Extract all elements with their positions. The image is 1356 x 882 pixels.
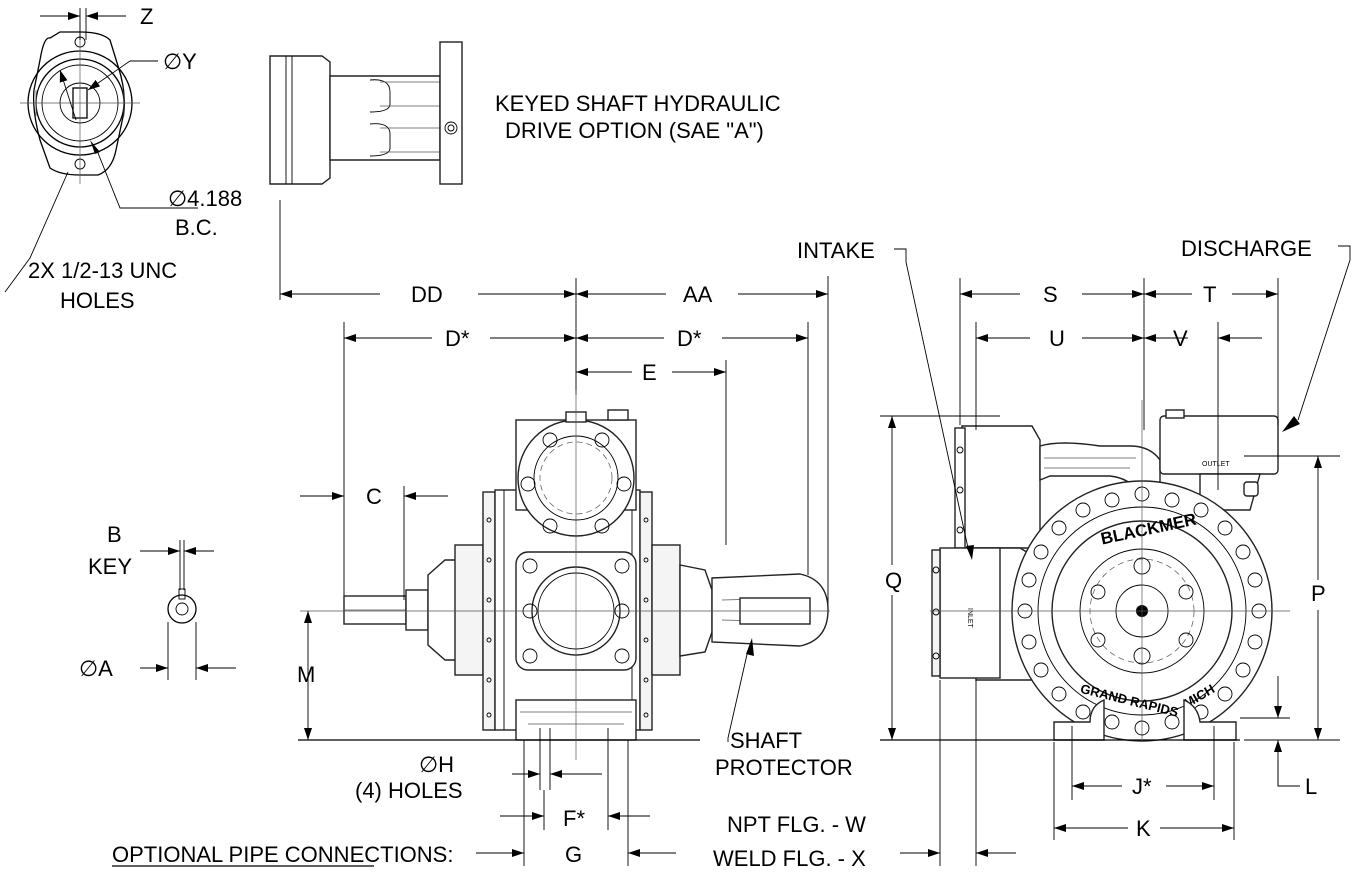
label-unc-line1: 2X 1/2-13 UNC <box>28 258 177 283</box>
label-q: Q <box>885 568 902 593</box>
label-bc-diameter: ∅4.188 <box>168 186 242 211</box>
svg-text:OPTIONAL PIPE CONNECTIONS:: OPTIONAL PIPE CONNECTIONS: <box>112 842 453 867</box>
label-key: KEY <box>88 554 132 579</box>
label-h: ∅H <box>419 752 454 777</box>
label-y: ∅Y <box>163 49 197 74</box>
label-weld: WELD FLG. - X <box>713 846 866 871</box>
inlet-cast-text: INLET <box>966 608 973 629</box>
label-m: M <box>297 662 315 687</box>
dim-z <box>40 8 126 40</box>
label-b: B <box>107 522 122 547</box>
label-u: U <box>1049 326 1065 351</box>
shaft-section-view <box>140 540 236 680</box>
label-c: C <box>366 484 382 509</box>
label-l: L <box>1305 774 1317 799</box>
label-hydraulic-line2: DRIVE OPTION (SAE "A") <box>505 118 764 143</box>
label-npt: NPT FLG. - W <box>727 812 866 837</box>
label-bc: B.C. <box>175 215 218 240</box>
optional-label: OPTIONAL PIPE CONNECTIONS <box>112 842 447 867</box>
label-k: K <box>1136 816 1151 841</box>
label-e: E <box>642 360 657 385</box>
pump-front-view <box>298 390 830 760</box>
optional-pipe-connections: OPTIONAL PIPE CONNECTIONS: <box>112 842 453 867</box>
optional-colon: : <box>447 842 453 867</box>
label-hydraulic-line1: KEYED SHAFT HYDRAULIC <box>495 91 781 116</box>
label-d-left: D* <box>445 326 470 351</box>
label-g: G <box>565 842 582 867</box>
label-a: ∅A <box>79 656 113 681</box>
label-v: V <box>1173 326 1188 351</box>
label-intake: INTAKE <box>797 238 875 263</box>
label-shaft2: PROTECTOR <box>715 755 853 780</box>
label-t: T <box>1203 282 1216 307</box>
label-shaft1: SHAFT <box>730 728 802 753</box>
label-s: S <box>1043 282 1058 307</box>
label-discharge: DISCHARGE <box>1181 236 1312 261</box>
label-d-right: D* <box>677 326 702 351</box>
label-aa: AA <box>683 282 713 307</box>
pump-side-view: INLET OUTLET <box>880 400 1290 742</box>
label-f: F* <box>563 806 585 831</box>
label-unc-line2: HOLES <box>60 288 135 313</box>
label-dd: DD <box>411 282 443 307</box>
label-j: J* <box>1132 774 1152 799</box>
hydraulic-drive-side-view <box>269 41 463 185</box>
label-holes4: (4) HOLES <box>355 778 463 803</box>
label-z: Z <box>140 4 153 29</box>
dims-top <box>279 200 829 612</box>
hydraulic-flange-end-view <box>20 22 140 184</box>
label-p: P <box>1311 581 1326 606</box>
dims-side-top <box>959 278 1279 490</box>
outlet-cast-text: OUTLET <box>1202 461 1230 468</box>
